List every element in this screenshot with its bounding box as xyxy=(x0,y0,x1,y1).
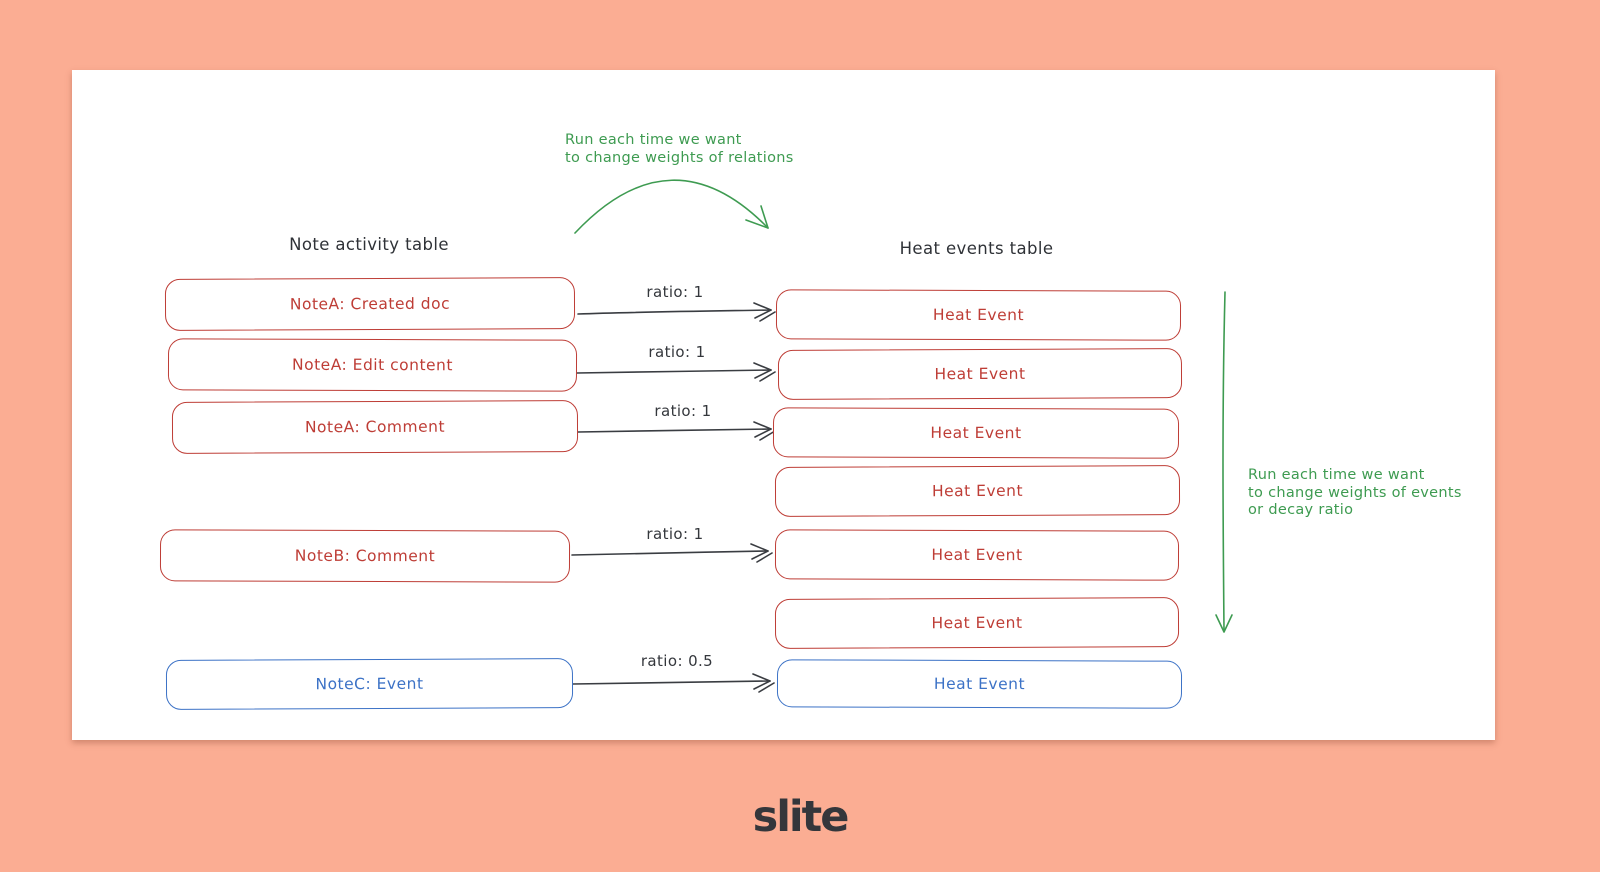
annotation-right: Run each time we want to change weights … xyxy=(1248,467,1462,520)
heat-event-node: Heat Event xyxy=(775,289,1182,341)
note-activity-node: NoteB: Comment xyxy=(159,529,571,583)
heat-event-node: Heat Event xyxy=(772,407,1180,459)
left-table-title: Note activity table xyxy=(289,235,449,254)
annotation-top: Run each time we want to change weights … xyxy=(565,132,794,167)
ratio-label: ratio: 1 xyxy=(646,525,704,543)
heat-event-node: Heat Event xyxy=(774,597,1180,649)
ratio-label: ratio: 1 xyxy=(646,283,704,301)
annotation-line: to change weights of events xyxy=(1248,484,1462,501)
annotation-line: to change weights of relations xyxy=(565,149,794,166)
note-activity-node: NoteC: Event xyxy=(165,658,574,710)
heat-event-node: Heat Event xyxy=(774,465,1181,517)
annotation-line: Run each time we want xyxy=(565,132,742,148)
diagram-card: Note activity table Heat events table No… xyxy=(72,70,1495,740)
annotation-line: or decay ratio xyxy=(1248,502,1354,518)
note-activity-node: NoteA: Comment xyxy=(171,400,579,454)
curved-arrow xyxy=(574,179,769,234)
ratio-label: ratio: 0.5 xyxy=(640,652,714,670)
note-activity-node: NoteA: Edit content xyxy=(167,338,578,392)
heat-event-node: Heat Event xyxy=(774,529,1180,581)
ratio-label: ratio: 1 xyxy=(654,402,712,420)
slite-logo: slite xyxy=(752,792,850,842)
ratio-label: ratio: 1 xyxy=(648,343,706,361)
right-table-title: Heat events table xyxy=(899,239,1054,258)
heat-event-node: Heat Event xyxy=(777,348,1183,400)
heat-event-node: Heat Event xyxy=(776,659,1183,709)
ratio-arrows xyxy=(571,302,776,693)
vertical-arrow xyxy=(1222,291,1226,631)
note-activity-node: NoteA: Created doc xyxy=(164,277,576,331)
annotation-line: Run each time we want xyxy=(1248,467,1425,483)
